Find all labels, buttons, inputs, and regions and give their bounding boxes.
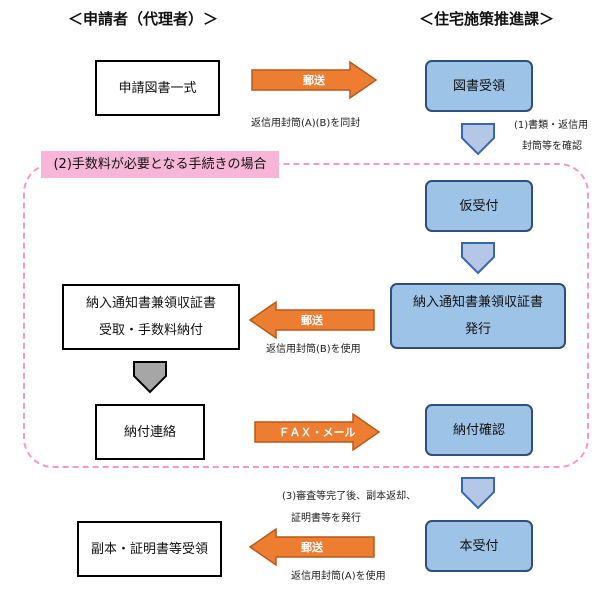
arrow-right-icon: [251, 60, 378, 100]
fee-procedure-region: [23, 163, 589, 468]
provisional-reception-box: 仮受付: [425, 180, 533, 232]
notice-issue-box: 納入通知書兼領収証書 発行: [390, 283, 566, 349]
down-arrow-icon: [461, 477, 495, 510]
application-docs-text: 申請図書一式: [118, 80, 197, 96]
office-header: ＜住宅施策推進課＞: [419, 10, 555, 28]
down-arrow-icon: [461, 242, 495, 275]
note-return-a: 返信用封筒(A)を使用: [291, 571, 386, 582]
note-check-line2: 封筒等を確認: [522, 141, 582, 152]
payment-confirm-box: 納付確認: [425, 404, 533, 456]
copy-receipt-box: 副本・証明書等受領: [77, 521, 222, 577]
note-return-b: 返信用封筒(B)を使用: [266, 344, 361, 355]
payment-notice-line1: 納入通知書兼領収証書: [85, 296, 216, 311]
payment-confirm-text: 納付確認: [452, 422, 505, 438]
application-docs-box: 申請図書一式: [95, 60, 220, 116]
main-reception-text: 本受付: [459, 538, 499, 554]
notice-issue-line1: 納入通知書兼領収証書: [412, 295, 543, 310]
applicant-header: ＜申請者（代理者）＞: [68, 10, 219, 28]
arrow-right-icon: [254, 412, 381, 452]
payment-contact-box: 納付連絡: [95, 404, 205, 460]
fax-arrow-right: ＦＡＸ・メール: [253, 412, 381, 452]
main-reception-box: 本受付: [425, 520, 533, 572]
mail-arrow-left-final: 郵送: [248, 527, 376, 567]
payment-notice-box: 納入通知書兼領収証書 受取・手数料納付: [62, 284, 240, 350]
doc-receipt-text: 図書受領: [452, 78, 505, 94]
fax-arrow-label: ＦＡＸ・メール: [278, 426, 356, 439]
copy-receipt-text: 副本・証明書等受領: [90, 541, 208, 557]
mail-arrow-label: 郵送: [301, 314, 323, 327]
mail-arrow-label: 郵送: [301, 541, 323, 554]
doc-receipt-box: 図書受領: [425, 60, 533, 112]
mail-arrow-left: 郵送: [248, 300, 376, 340]
payment-notice-line2: 受取・手数料納付: [98, 323, 203, 338]
down-arrow-icon: [461, 123, 495, 156]
note-after-review-line1: (3)審査等完了後、副本返却、: [282, 491, 417, 502]
provisional-reception-text: 仮受付: [459, 198, 499, 214]
payment-contact-text: 納付連絡: [123, 424, 176, 440]
note-check-line1: (1)書類・返信用: [514, 120, 589, 131]
mail-arrow-label: 郵送: [303, 74, 325, 87]
notice-issue-line2: 発行: [464, 322, 491, 337]
mail-arrow-right: 郵送: [250, 60, 378, 100]
fee-procedure-label: (2)手数料が必要となる手続きの場合: [41, 151, 279, 178]
note-return-ab: 返信用封筒(A)(B)を同封: [251, 118, 361, 129]
down-arrow-icon: [133, 361, 167, 394]
note-after-review-line2: 証明書等を発行: [291, 513, 361, 524]
arrow-left-icon: [248, 300, 375, 340]
arrow-left-icon: [248, 527, 375, 567]
